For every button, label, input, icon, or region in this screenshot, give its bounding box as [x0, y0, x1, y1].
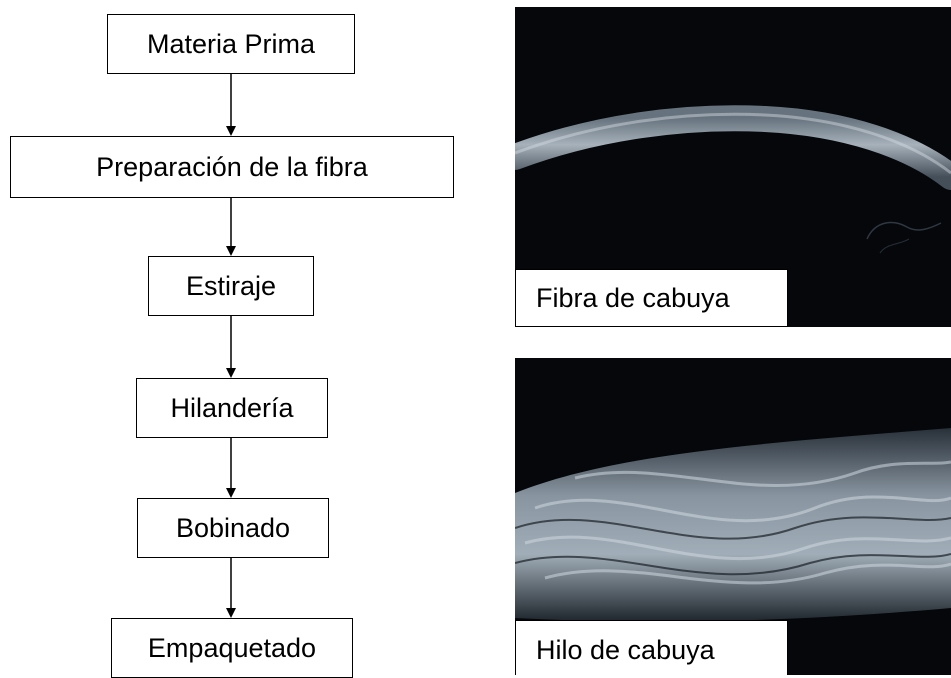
hilo-photo: Hilo de cabuya	[515, 358, 951, 675]
step-materia-prima: Materia Prima	[107, 14, 355, 74]
step-estiraje: Estiraje	[148, 256, 314, 316]
hilo-caption: Hilo de cabuya	[515, 620, 788, 675]
step-empaquetado: Empaquetado	[111, 618, 353, 678]
step-preparacion-fibra: Preparación de la fibra	[10, 136, 454, 198]
flowchart-arrows	[0, 0, 500, 675]
step-bobinado: Bobinado	[137, 498, 329, 558]
step-hilanderia: Hilandería	[136, 378, 328, 438]
fibra-photo: Fibra de cabuya	[515, 7, 951, 327]
fibra-caption: Fibra de cabuya	[515, 269, 788, 327]
